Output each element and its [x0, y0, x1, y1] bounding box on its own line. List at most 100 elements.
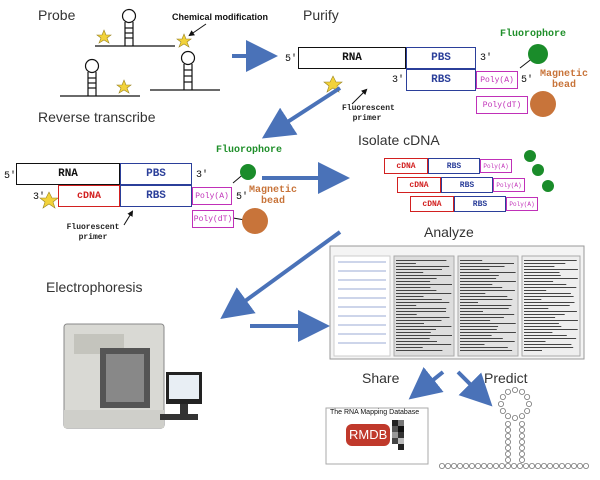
nucleotide — [504, 438, 511, 445]
nucleotide — [535, 462, 542, 469]
gel-band — [524, 314, 565, 315]
nucleotide — [504, 432, 511, 439]
gel-band — [460, 341, 515, 342]
gel-band — [524, 329, 578, 330]
gel-band — [524, 338, 577, 339]
nucleotide — [519, 444, 526, 451]
purify-3prime-bottom: 3' — [392, 75, 405, 86]
nucleotide — [519, 432, 526, 439]
gel-band — [396, 296, 424, 297]
nucleotide — [504, 426, 511, 433]
predicted-structure — [438, 386, 590, 469]
rt-rna-box: RNA — [16, 163, 120, 185]
gel-band — [524, 296, 574, 297]
bead-word: bead — [551, 80, 576, 91]
nucleotide — [553, 462, 560, 469]
gel-band — [396, 290, 437, 291]
purify-rna-box: RNA — [298, 47, 406, 69]
gel-band — [460, 320, 491, 321]
fluorescent-word: Fluorescent — [342, 104, 395, 113]
nucleotide — [512, 414, 519, 421]
gel-band — [524, 305, 570, 306]
nucleotide — [498, 462, 505, 469]
gel-band — [396, 323, 424, 324]
gel-band — [460, 308, 509, 309]
gel-band — [396, 302, 450, 303]
gel-band — [396, 299, 442, 300]
nucleotide — [583, 462, 590, 469]
rmdb-title: The RNA Mapping Database — [330, 409, 420, 416]
gel-band — [396, 269, 442, 270]
gel-band — [396, 311, 446, 312]
purify-3prime-top: 3' — [480, 53, 493, 64]
gel-band — [524, 326, 562, 327]
nucleotide — [444, 462, 451, 469]
label-share: Share — [362, 370, 400, 386]
gel-band — [396, 308, 447, 309]
gel-band — [524, 278, 578, 279]
nucleotide — [510, 462, 517, 469]
gel-band — [460, 290, 515, 291]
gel-band — [396, 335, 452, 336]
gel-band — [524, 311, 577, 312]
nucleotide — [523, 462, 530, 469]
label-probe: Probe — [38, 7, 76, 23]
nucleotide — [519, 420, 526, 427]
nucleotide — [519, 388, 526, 395]
isolate-row1-dot — [524, 150, 536, 162]
gel-band — [460, 317, 504, 318]
gel-band — [460, 275, 499, 276]
purify-magnetic-label: Magnetic bead — [536, 69, 592, 91]
nucleotide — [524, 393, 531, 400]
gel-band — [524, 287, 577, 288]
gel-band — [460, 281, 516, 282]
gel-band — [524, 350, 542, 351]
gel-band — [460, 332, 516, 333]
rt-polydt-box: Poly(dT) — [192, 210, 234, 228]
rt-fluorophore-label: Fluorophore — [216, 145, 283, 156]
gel-band — [524, 299, 542, 300]
gel-band — [396, 347, 423, 348]
gel-band — [460, 302, 478, 303]
isolate-row2-dot — [532, 164, 544, 176]
isolate-row1-cdna: cDNA — [384, 158, 428, 174]
gel-band — [396, 287, 431, 288]
purify-polydt-box: Poly(dT) — [476, 96, 528, 114]
nucleotide — [499, 407, 506, 414]
gel-band — [460, 299, 513, 300]
nucleotide — [480, 462, 487, 469]
nucleotide — [529, 462, 536, 469]
nucleotide — [526, 400, 533, 407]
rt-magnetic-label: Magnetic bead — [248, 185, 298, 207]
purify-magnetic-bead — [530, 91, 556, 117]
gel-band — [524, 335, 567, 336]
nucleotide — [547, 462, 554, 469]
label-chemical-modification: Chemical modification — [172, 12, 269, 22]
label-analyze: Analyze — [424, 224, 474, 240]
gel-band — [396, 284, 452, 285]
purify-polya-box: Poly(A) — [476, 71, 518, 89]
nucleotide — [519, 450, 526, 457]
nucleotide — [504, 413, 511, 420]
gel-band — [460, 296, 508, 297]
nucleotide — [541, 462, 548, 469]
rmdb-card — [325, 407, 429, 465]
nucleotide — [577, 462, 584, 469]
gel-band — [524, 260, 577, 261]
gel-band — [396, 326, 452, 327]
chem-mod-pointer — [188, 23, 207, 37]
nucleotide — [519, 413, 526, 420]
purify-5prime: 5' — [285, 54, 298, 65]
isolate-row3-cdna: cDNA — [410, 196, 454, 212]
gel-band — [460, 335, 492, 336]
analyze-bands — [338, 260, 578, 351]
gel-band — [460, 287, 503, 288]
gel-band — [396, 275, 452, 276]
gel-band — [460, 347, 508, 348]
primer-word: primer — [78, 233, 108, 242]
gel-band — [524, 290, 547, 291]
nucleotide — [497, 400, 504, 407]
isolate-row3-rbs: RBS — [454, 196, 506, 212]
gel-band — [460, 269, 490, 270]
